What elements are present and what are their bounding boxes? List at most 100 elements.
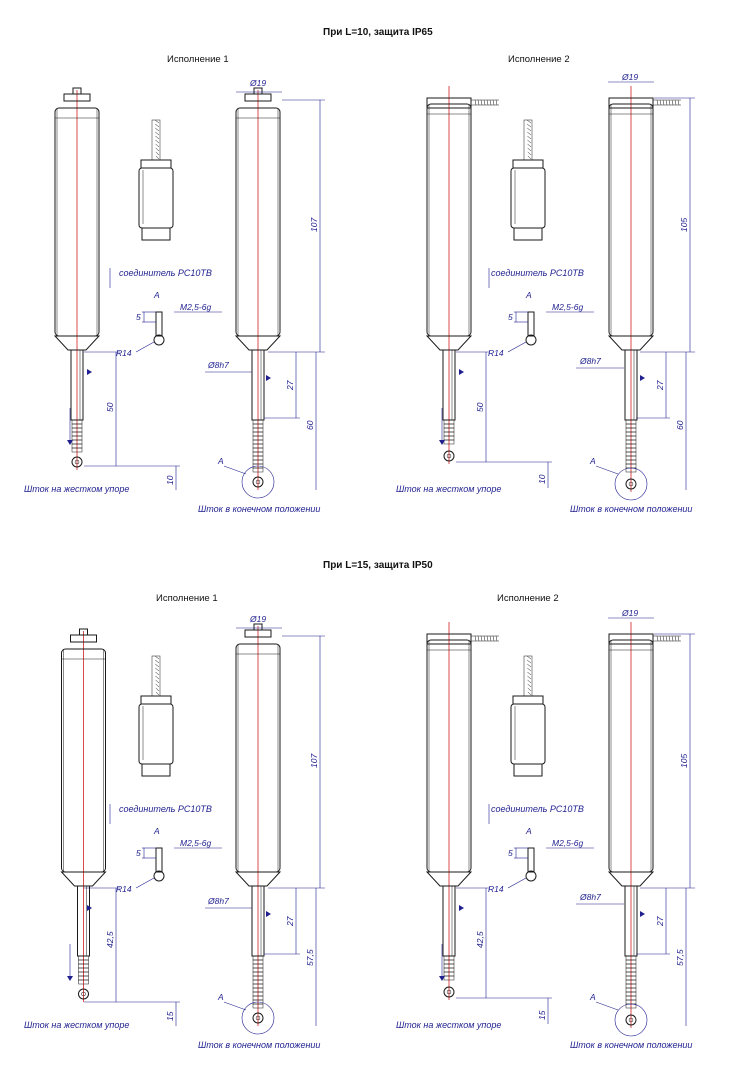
- dim-5-label: 5: [508, 312, 513, 322]
- cable-hatch: [155, 671, 160, 676]
- sensor-cap-pin: [253, 623, 263, 631]
- connector-nut: [512, 695, 544, 705]
- variant-1-dim-stroke-total: 57,5: [305, 949, 315, 966]
- variant-1-dim-tip: 10: [165, 475, 175, 485]
- variant-1-connector-label: соединитель РС10ТВ: [119, 804, 212, 814]
- variant-1-dim-length: 107: [309, 218, 319, 232]
- housing-taper: [607, 335, 655, 351]
- variant-2-end-position-label: Шток в конечном положении: [570, 504, 692, 514]
- cable-hatch: [155, 135, 160, 140]
- cable-hatch: [662, 635, 665, 642]
- connector-thread: [513, 763, 543, 777]
- cable-hatch: [665, 635, 668, 642]
- cable-hatch: [483, 635, 486, 642]
- detail-letter-label: A: [153, 290, 160, 300]
- cable-hatch: [154, 119, 160, 124]
- connector-cable: [523, 655, 533, 697]
- radius-label: R14: [116, 348, 132, 358]
- variant-1-dim-d19: Ø19: [249, 614, 266, 624]
- cable-hatch: [155, 143, 160, 148]
- cable-hatch: [155, 127, 160, 132]
- cable-hatch: [659, 635, 662, 642]
- dimension-arrow: [87, 905, 92, 911]
- dimension-arrow: [266, 375, 271, 381]
- bellows-fold: [71, 447, 83, 453]
- detail-stud: [527, 311, 535, 337]
- housing-taper: [60, 871, 107, 887]
- cable-hatch: [474, 99, 477, 106]
- detail-stud: [155, 311, 163, 337]
- thread-label: M2,5-6g: [180, 838, 211, 848]
- measuring-tip: [625, 478, 637, 490]
- cable-hatch: [155, 663, 160, 668]
- cable-hatch: [659, 99, 662, 106]
- measuring-tip-ball: [255, 1015, 261, 1021]
- detail-callout-leader: [595, 465, 619, 475]
- detail-a-callout-circle: [241, 465, 275, 499]
- cable-hatch: [668, 635, 671, 642]
- dim-5-label: 5: [508, 848, 513, 858]
- variant-2-dim-d19: Ø19: [621, 608, 638, 618]
- connector-cable: [523, 119, 533, 161]
- variant-1-hard-stop-label: Шток на жестком упоре: [24, 1020, 129, 1030]
- cable-hatch: [665, 99, 668, 106]
- cable-hatch: [154, 659, 160, 664]
- cable-hatch: [671, 635, 674, 642]
- cable-hatch: [483, 99, 486, 106]
- section-2-variant-2-title: Исполнение 2: [497, 593, 559, 604]
- measuring-tip-ball: [628, 481, 634, 487]
- variant-1-dim-d19: Ø19: [249, 78, 266, 88]
- cable-hatch: [155, 131, 160, 136]
- cable-hatch: [527, 683, 532, 688]
- variant-2-dim-rod: Ø8h7: [579, 356, 601, 366]
- cable-hatch: [154, 655, 160, 660]
- dimension-arrow: [439, 976, 445, 981]
- variant-1-dim-length: 107: [309, 754, 319, 768]
- sensor-cap-pin: [253, 87, 263, 95]
- variant-2-dim-length: 105: [679, 754, 689, 768]
- cable-hatch: [492, 99, 495, 106]
- connector-thread: [141, 227, 171, 241]
- connector-body: [138, 167, 174, 229]
- detail-stud: [155, 847, 163, 873]
- cable-hatch: [480, 635, 483, 642]
- connector-body: [138, 703, 174, 765]
- variant-2-detail-callout: A: [589, 992, 596, 1002]
- cable-hatch: [492, 635, 495, 642]
- variant-1-dim-stroke-hard: 50: [105, 402, 115, 412]
- variant-2-dim-stroke-total: 60: [675, 420, 685, 430]
- variant-2-dim-tip: 10: [537, 474, 547, 484]
- variant-2-sensor-end-position: [607, 86, 681, 492]
- section-1-title: При L=10, защита IP65: [323, 27, 433, 38]
- section-2: соединитель РС10ТВAM2,5-6g5R14Ø191072757…: [24, 608, 695, 1050]
- detail-letter-label: A: [525, 826, 532, 836]
- variant-2-sensor-hard-stop: [425, 622, 499, 1000]
- measuring-tip-ball: [74, 459, 80, 465]
- cable-hatch: [671, 99, 674, 106]
- housing-taper: [234, 871, 282, 887]
- sensor-cable-collar: [608, 633, 654, 645]
- variant-2-dim-tip: 15: [537, 1010, 547, 1020]
- dim-5-label: 5: [136, 312, 141, 322]
- measuring-tip: [625, 1014, 637, 1026]
- cable-hatch: [527, 155, 532, 160]
- sensor-cable-collar: [608, 97, 654, 109]
- variant-1-hard-stop-label: Шток на жестком упоре: [24, 484, 129, 494]
- variant-2-dim-rod: Ø8h7: [579, 892, 601, 902]
- connector-nut: [140, 695, 172, 705]
- cable-hatch: [486, 635, 489, 642]
- cable-hatch: [527, 691, 532, 696]
- cable-hatch: [527, 131, 532, 136]
- housing-taper: [53, 335, 101, 351]
- dimension-arrow: [459, 905, 464, 911]
- cable-hatch: [674, 635, 677, 642]
- cable-hatch: [677, 99, 680, 106]
- bellows-fold: [252, 467, 264, 473]
- cable-hatch: [527, 143, 532, 148]
- cable-hatch: [154, 123, 160, 128]
- thread-label: M2,5-6g: [180, 302, 211, 312]
